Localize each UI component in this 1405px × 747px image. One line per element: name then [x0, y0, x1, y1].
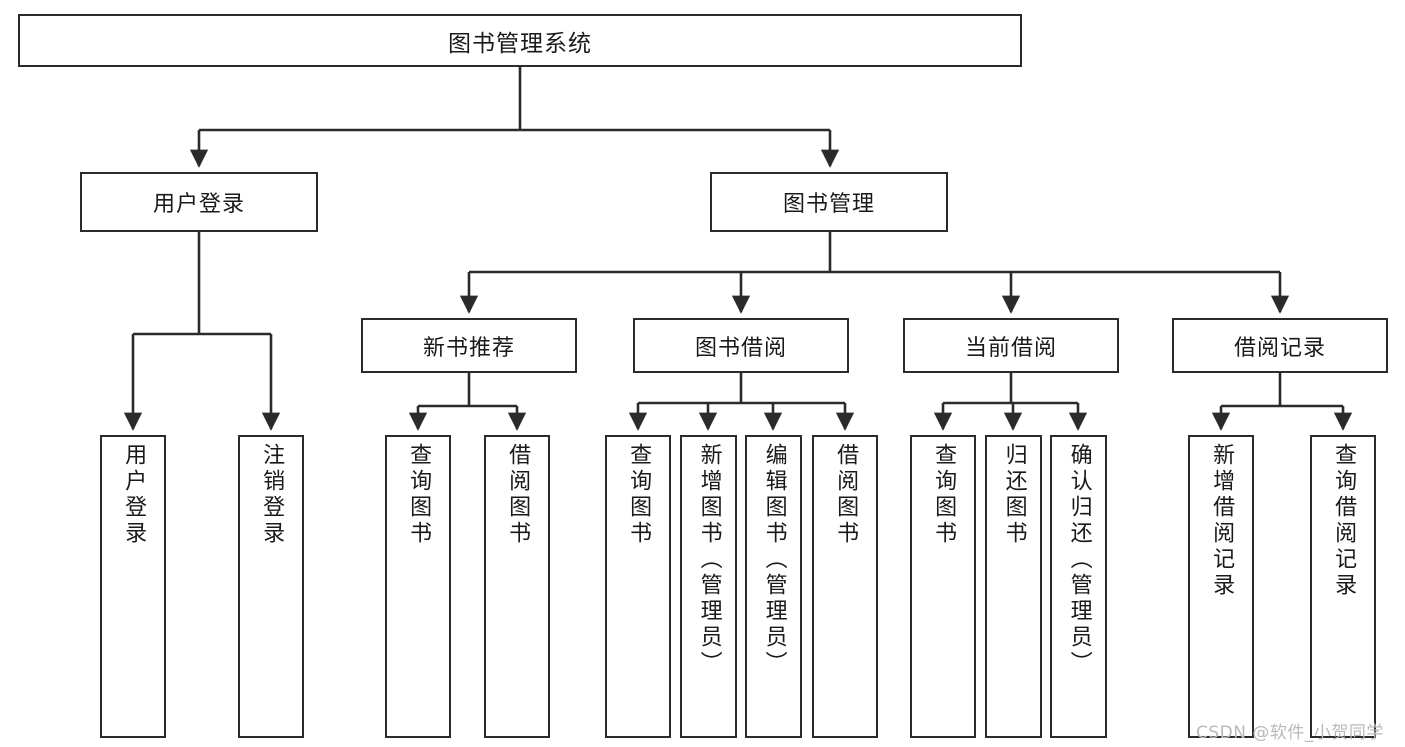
leaf-add-borrow-record-label: 新增借阅记录	[1209, 443, 1235, 599]
leaf-borrow-book-nbr-label: 借阅图书	[505, 443, 531, 547]
leaf-query-borrow-record-label: 查询借阅记录	[1331, 443, 1357, 599]
leaf-confirm-return-admin-label: 确认归还（管理员）	[1066, 443, 1092, 677]
leaf-add-borrow-record[interactable]: 新增借阅记录	[1188, 435, 1254, 738]
leaf-query-book-nbr-label: 查询图书	[406, 443, 432, 547]
leaf-edit-book-admin-label: 编辑图书（管理员）	[761, 443, 787, 677]
leaf-return-book-label: 归还图书	[1001, 443, 1027, 547]
leaf-add-book-admin[interactable]: 新增图书（管理员）	[680, 435, 737, 738]
leaf-user-login[interactable]: 用户登录	[100, 435, 166, 738]
leaf-logout[interactable]: 注销登录	[238, 435, 304, 738]
node-new-book-recommend-label: 新书推荐	[422, 335, 515, 361]
leaf-borrow-book-nbr[interactable]: 借阅图书	[484, 435, 550, 738]
node-book-borrow-label: 图书借阅	[694, 335, 787, 361]
leaf-confirm-return-admin[interactable]: 确认归还（管理员）	[1050, 435, 1107, 738]
leaf-borrow-book-bb-label: 借阅图书	[833, 443, 859, 547]
node-borrow-record[interactable]: 借阅记录	[1172, 318, 1388, 373]
leaf-query-book-cb[interactable]: 查询图书	[910, 435, 976, 738]
leaf-query-borrow-record[interactable]: 查询借阅记录	[1310, 435, 1376, 738]
leaf-logout-label: 注销登录	[259, 443, 285, 547]
leaf-edit-book-admin[interactable]: 编辑图书（管理员）	[745, 435, 802, 738]
leaf-user-login-label: 用户登录	[121, 443, 147, 547]
node-current-borrow-label: 当前借阅	[964, 335, 1057, 361]
node-user-login[interactable]: 用户登录	[80, 172, 318, 232]
node-current-borrow[interactable]: 当前借阅	[903, 318, 1119, 373]
leaf-query-book-bb-label: 查询图书	[626, 443, 652, 547]
leaf-add-book-admin-label: 新增图书（管理员）	[696, 443, 722, 677]
node-borrow-record-label: 借阅记录	[1233, 335, 1326, 361]
csdn-watermark: CSDN @软件_小贺同学	[1196, 723, 1384, 743]
leaf-query-book-nbr[interactable]: 查询图书	[385, 435, 451, 738]
node-user-login-label: 用户登录	[152, 192, 245, 217]
node-root[interactable]: 图书管理系统	[18, 14, 1022, 67]
node-new-book-recommend[interactable]: 新书推荐	[361, 318, 577, 373]
leaf-return-book[interactable]: 归还图书	[985, 435, 1042, 738]
node-book-borrow[interactable]: 图书借阅	[633, 318, 849, 373]
leaf-query-book-bb[interactable]: 查询图书	[605, 435, 671, 738]
node-root-label: 图书管理系统	[448, 30, 592, 57]
node-book-management-label: 图书管理	[782, 192, 875, 217]
node-book-management[interactable]: 图书管理	[710, 172, 948, 232]
leaf-borrow-book-bb[interactable]: 借阅图书	[812, 435, 878, 738]
leaf-query-book-cb-label: 查询图书	[931, 443, 957, 547]
